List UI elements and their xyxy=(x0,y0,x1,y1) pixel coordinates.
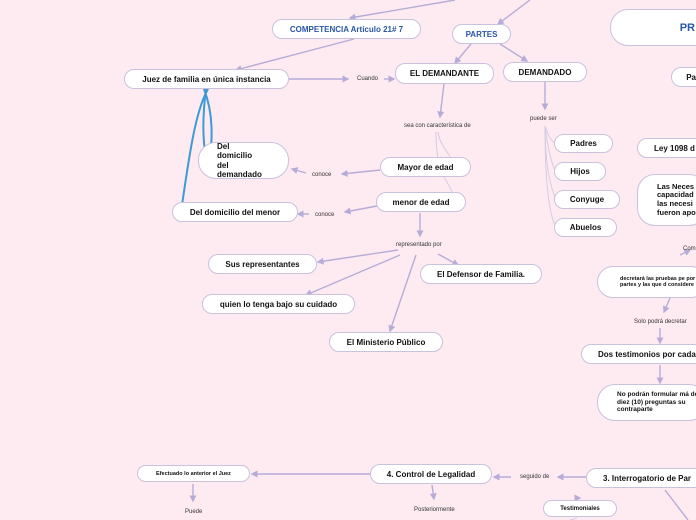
node-dos-testimonios-label: Dos testimonios por cada xyxy=(598,349,696,359)
node-pr-label: PR xyxy=(679,21,695,34)
label-conoce-2: conoce xyxy=(315,212,335,218)
node-efectuado[interactable]: Efectuado lo anterior el Juez xyxy=(137,465,250,482)
node-competencia[interactable]: COMPETENCIA Artículo 21# 7 xyxy=(272,19,421,39)
node-padres[interactable]: Padres xyxy=(554,134,613,153)
node-abuelos[interactable]: Abuelos xyxy=(554,218,617,237)
label-conoce-1: conoce xyxy=(312,172,332,178)
node-conyuge[interactable]: Conyuge xyxy=(554,190,620,209)
node-control-legalidad[interactable]: 4. Control de Legalidad xyxy=(370,464,492,484)
node-del-domicilio-menor[interactable]: Del domicilio del menor xyxy=(172,202,298,222)
node-del-domicilio-demandado[interactable]: Del domicilio del demandado xyxy=(198,142,289,179)
node-ley-1098[interactable]: Ley 1098 d xyxy=(637,138,696,158)
label-posteriormente: Posteriormente xyxy=(414,507,455,513)
node-del-domicilio-demandado-label: Del domicilio del demandado xyxy=(217,142,262,179)
node-demandado[interactable]: DEMANDADO xyxy=(503,62,587,82)
node-las-necesidades-label: Las Neces capacidad las necesi fueron ap… xyxy=(657,181,696,217)
node-decretara[interactable]: decretará las pruebas pe por las partes … xyxy=(597,266,696,298)
label-cuando: Cuando xyxy=(357,76,379,82)
label-solo-podra: Solo podrá decretar xyxy=(634,319,687,325)
node-pa[interactable]: Pa xyxy=(671,67,696,87)
node-ley-1098-label: Ley 1098 d xyxy=(654,143,695,153)
node-mayor-de-edad[interactable]: Mayor de edad xyxy=(380,157,471,177)
node-juez[interactable]: Juez de familia en única instancia xyxy=(124,69,289,89)
node-menor-de-edad[interactable]: menor de edad xyxy=(376,192,466,212)
node-ministerio[interactable]: El Ministerio Público xyxy=(329,332,443,352)
label-puede-ser: puede ser xyxy=(530,116,557,122)
node-pr[interactable]: PR xyxy=(610,9,696,46)
node-partes[interactable]: PARTES xyxy=(452,24,511,44)
label-puede: Puede xyxy=(185,509,203,515)
node-no-podran-label: No podrán formular má de diez (10) pregu… xyxy=(617,391,696,414)
node-dos-testimonios[interactable]: Dos testimonios por cada xyxy=(581,344,696,364)
node-defensor[interactable]: El Defensor de Familia. xyxy=(420,264,542,284)
label-representado-por: representado por xyxy=(396,242,442,248)
node-bajo-cuidado[interactable]: quien lo tenga bajo su cuidado xyxy=(202,294,355,314)
node-testimoniales[interactable]: Testimoniales xyxy=(543,500,617,517)
node-decretara-label: decretará las pruebas pe por las partes … xyxy=(620,275,696,288)
node-sus-representantes[interactable]: Sus representantes xyxy=(208,254,317,274)
node-el-demandante[interactable]: EL DEMANDANTE xyxy=(395,63,494,84)
node-interrogatorio-label: 3. Interrogatorio de Par xyxy=(603,473,692,483)
label-caracteristica: sea con característica de xyxy=(404,123,471,129)
node-hijos[interactable]: Hijos xyxy=(554,162,606,181)
node-pa-label: Pa xyxy=(686,72,696,82)
node-las-necesidades[interactable]: Las Neces capacidad las necesi fueron ap… xyxy=(637,174,696,226)
label-seguido-de: seguido de xyxy=(520,474,550,480)
label-com: Com xyxy=(683,246,696,252)
node-interrogatorio[interactable]: 3. Interrogatorio de Par xyxy=(586,468,696,488)
node-no-podran[interactable]: No podrán formular má de diez (10) pregu… xyxy=(597,384,696,421)
